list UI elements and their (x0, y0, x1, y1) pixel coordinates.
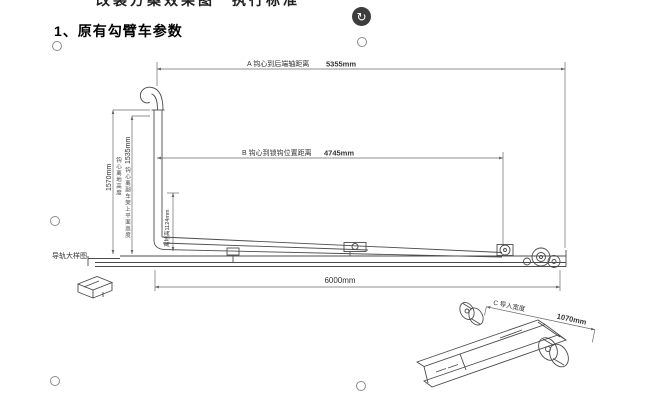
truck-side-view (87, 86, 567, 268)
dim-b-label: B 钩心到锁钩位置距离 (242, 148, 312, 157)
hook-clearance-value: 离地高1124mm (163, 209, 171, 247)
rotate-icon: ↻ (356, 9, 367, 24)
dim-a-value: 5355mm (326, 60, 356, 69)
section-heading: 1、原有勾臂车参数 (54, 23, 183, 39)
rear-roller-inset (415, 302, 569, 388)
dim-a-label: A 钩心到后端轴距离 (247, 59, 309, 68)
rail-detail-label: 导轨大样图 (52, 251, 87, 260)
dimension-c: C 导入宽度 1070mm (484, 298, 596, 343)
dimension-height-inner: 1535mm (125, 115, 150, 255)
canvas-handle-top-center[interactable] (357, 37, 367, 47)
height-inner-value: 1535mm (125, 137, 132, 164)
canvas-handle-bottom-left[interactable] (50, 376, 60, 386)
rotate-handle[interactable]: ↻ (352, 7, 371, 26)
dim-b-value: 4745mm (324, 149, 354, 158)
canvas-handle-bottom-center[interactable] (356, 381, 366, 391)
height-outer-note: 钩心离地高度 (115, 157, 121, 196)
height-outer-value: 1570mm (106, 164, 113, 191)
dim-c-label: C 导入宽度 (493, 298, 527, 314)
overall-length-value: 6000mm (324, 276, 355, 285)
dimension-height-outer: 1570mm (106, 109, 150, 255)
hook-inner-line (151, 93, 158, 111)
clipped-text: 改装方案效果图 执行标准 (96, 0, 300, 8)
dimension-b: B 钩心到锁钩位置距离 4745mm (156, 148, 504, 246)
canvas-handle-top-left[interactable] (52, 41, 62, 51)
dimension-a: A 钩心到后端轴距离 5355mm (156, 59, 566, 248)
dimension-hook-clearance: 离地高1124mm (163, 192, 179, 252)
clipped-paragraph: 改装方案效果图 执行标准 (96, 0, 416, 8)
dimension-overall-length: 6000mm (154, 270, 561, 291)
hook-outline (139, 86, 164, 111)
height-inner-note: 钩心离副车架上平面高度 (124, 167, 130, 239)
canvas-handle-middle-left[interactable] (50, 216, 60, 226)
rail-detail-drawing (76, 276, 114, 299)
